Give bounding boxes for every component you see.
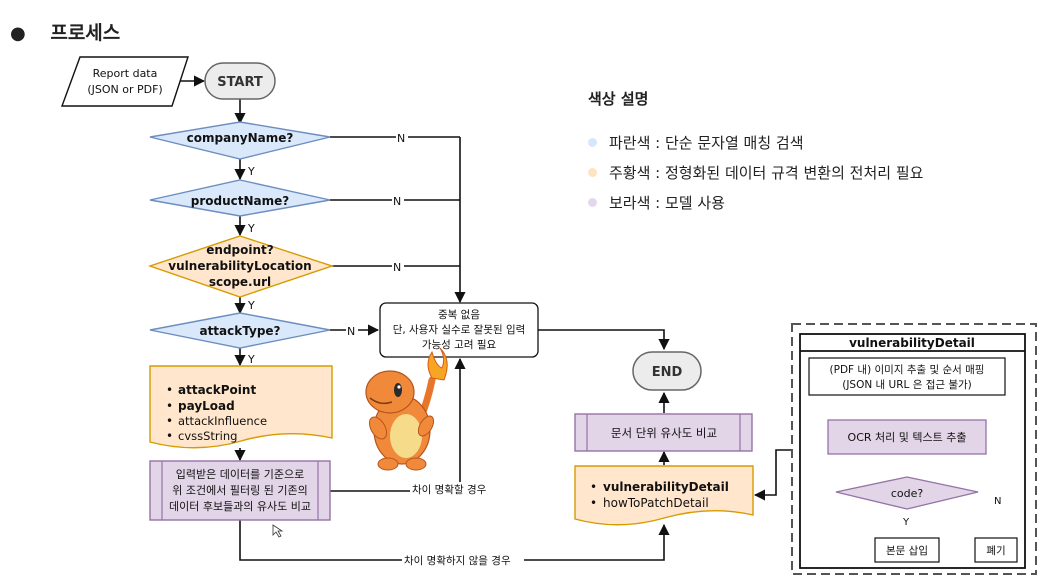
field-item: attackPoint (178, 383, 256, 397)
attack-type-label: attackType? (199, 324, 280, 338)
edge-label-y: Y (247, 299, 255, 312)
bullet-icon: • (166, 399, 173, 413)
bullet-icon: • (166, 414, 173, 428)
insert-label: 본문 삽입 (886, 544, 928, 557)
legend-dot-icon (588, 167, 597, 177)
legend-item-purple: 보라색 : 모델 사용 (588, 187, 923, 217)
clear-diff-label: 차이 명확할 경우 (412, 483, 487, 496)
legend-dot-icon (588, 197, 597, 207)
detail-panel-title: vulnerabilityDetail (849, 336, 975, 350)
mouse-cursor-icon (272, 524, 284, 538)
bullet-icon: • (166, 429, 173, 443)
bullet-icon: ● (10, 23, 26, 44)
discard-label: 폐기 (986, 545, 1005, 557)
unclear-diff-label: 차이 명확하지 않을 경우 (404, 554, 511, 567)
report-data-shape (60, 56, 189, 107)
no-duplicate-label: 가능성 고려 필요 (422, 339, 497, 351)
edge-label-y: Y (247, 353, 255, 366)
compare-label: 데이터 후보들과의 유사도 비교 (169, 500, 311, 513)
legend-item-label: 보라색 : 모델 사용 (609, 193, 725, 212)
start-node (204, 62, 276, 100)
fields-document (149, 365, 333, 449)
extract-box (808, 357, 1006, 396)
edge-label-n: N (393, 261, 401, 274)
doc-similarity-label: 문서 단위 유사도 비교 (611, 426, 717, 440)
end-node (632, 351, 702, 391)
edge-label-n: N (347, 325, 355, 338)
company-name-decision (149, 121, 331, 160)
extract-label: (PDF 내) 이미지 추출 및 순서 매핑 (830, 364, 985, 376)
detail-panel-outer (791, 323, 1037, 575)
code-decision (835, 476, 979, 510)
no-duplicate-box (379, 302, 539, 358)
legend-item-label: 파란색 : 단순 문자열 매칭 검색 (609, 133, 804, 152)
end-label: END (652, 365, 683, 380)
code-decision-label: code? (891, 487, 924, 500)
extract-label: (JSON 내 URL 은 접근 불가) (842, 379, 972, 391)
edge-nodup-end (538, 329, 670, 351)
detail-document (574, 465, 754, 526)
charmander-icon (365, 347, 448, 471)
edge-label-n: N (994, 496, 1001, 507)
legend-title: 색상 설명 (588, 90, 649, 108)
endpoint-label: vulnerabilityLocation (168, 259, 311, 273)
report-data-label: Report data (93, 67, 158, 80)
detail-item: vulnerabilityDetail (603, 480, 729, 494)
edge-label-y: Y (902, 517, 910, 528)
product-name-label: productName? (191, 194, 290, 208)
company-name-label: companyName? (187, 131, 294, 145)
field-item: cvssString (178, 429, 237, 443)
attack-type-decision (149, 312, 331, 349)
section-title: 프로세스 (50, 22, 121, 44)
report-data-label: (JSON or PDF) (87, 83, 162, 96)
compare-process (149, 460, 331, 521)
endpoint-decision (147, 235, 335, 298)
endpoint-label: endpoint? (206, 243, 273, 257)
edge-label-n: N (397, 132, 405, 145)
edge-label-n: N (393, 195, 401, 208)
insert-box (874, 537, 940, 563)
no-duplicate-label: 중복 없음 (438, 308, 480, 321)
edge-label-y: Y (247, 165, 255, 178)
legend-dot-icon (588, 137, 597, 147)
legend-item-blue: 파란색 : 단순 문자열 매칭 검색 (588, 127, 923, 157)
section-heading: ● 프로세스 (10, 18, 120, 45)
edge-label-y: Y (247, 222, 255, 235)
field-item: payLoad (178, 399, 235, 413)
endpoint-label: scope.url (209, 275, 271, 289)
legend-item-orange: 주황색 : 정형화된 데이터 규격 변환의 전처리 필요 (588, 157, 923, 187)
no-duplicate-label: 단, 사용자 실수로 잘못된 입력 (393, 323, 526, 336)
edge-panel-detail (753, 449, 792, 501)
ocr-label: OCR 처리 및 텍스트 추출 (848, 431, 967, 444)
discard-box (974, 537, 1018, 563)
compare-label: 입력받은 데이터를 기준으로 (176, 468, 304, 481)
ocr-process (827, 419, 987, 455)
product-name-decision (149, 179, 331, 217)
field-item: attackInfluence (178, 414, 267, 428)
detail-item: howToPatchDetail (603, 496, 709, 510)
legend-item-label: 주황색 : 정형화된 데이터 규격 변환의 전처리 필요 (609, 163, 924, 182)
start-label: START (217, 75, 263, 90)
color-legend: 색상 설명 파란색 : 단순 문자열 매칭 검색 주황색 : 정형화된 데이터 … (588, 88, 923, 217)
bullet-icon: • (166, 383, 173, 397)
compare-label: 위 조건에서 필터링 된 기존의 (172, 484, 307, 497)
doc-similarity-process (574, 413, 753, 452)
bullet-icon: • (590, 496, 597, 510)
bullet-icon: • (590, 480, 597, 494)
